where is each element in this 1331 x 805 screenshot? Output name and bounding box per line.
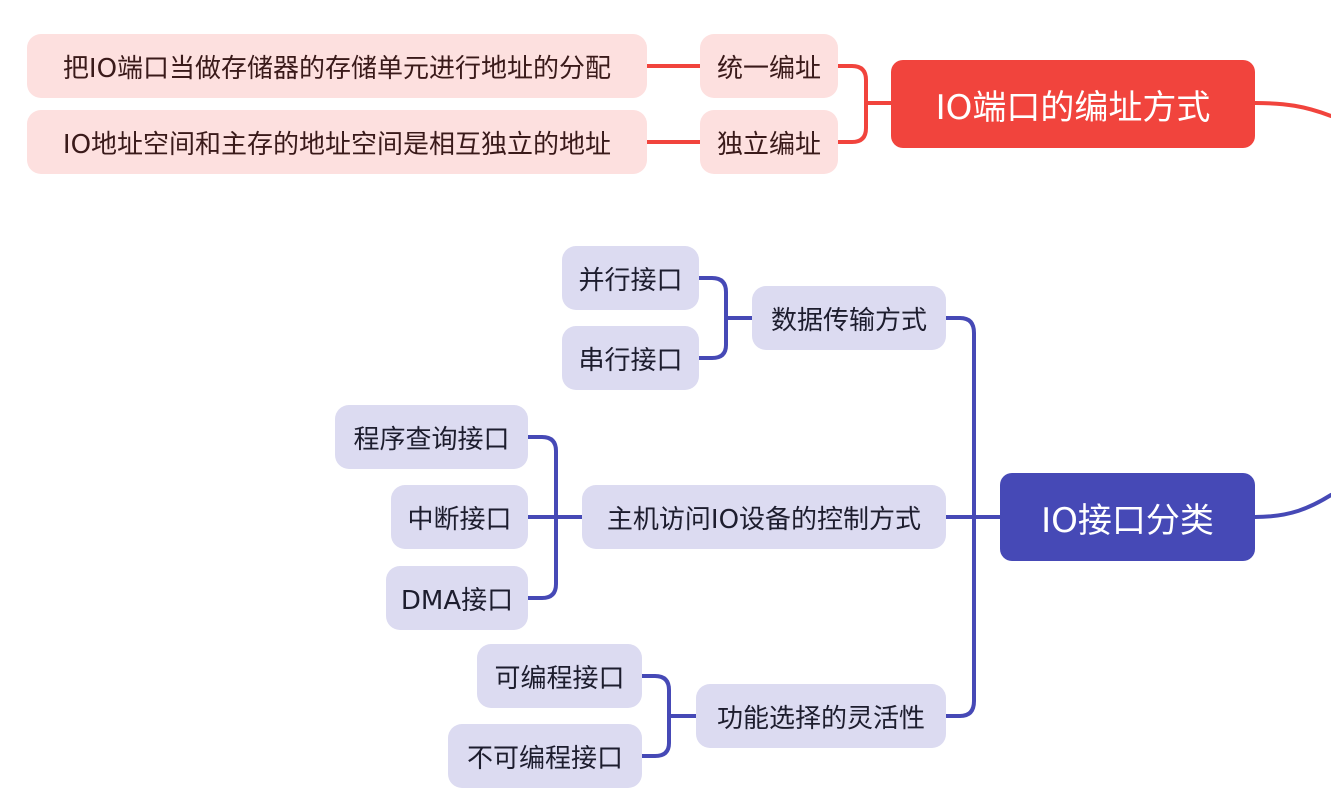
interrupt-interface-node[interactable]: 中断接口 [391,485,528,549]
unified-addressing-detail[interactable]: 把IO端口当做存储器的存储单元进行地址的分配 [27,34,647,98]
connector-control-polling [526,435,558,519]
dma-interface-node[interactable]: DMA接口 [386,566,528,630]
connector-flex-programmable [640,674,671,718]
control-mode-node[interactable]: 主机访问IO设备的控制方式 [582,485,946,549]
parallel-interface-node[interactable]: 并行接口 [562,246,699,310]
addressing-root-topic[interactable]: IO端口的编址方式 [891,60,1255,148]
flexibility-node[interactable]: 功能选择的灵活性 [696,684,946,748]
programmable-interface-node[interactable]: 可编程接口 [477,644,642,708]
transfer-mode-node[interactable]: 数据传输方式 [752,286,946,350]
connector-trunk-flexibility [944,515,976,718]
independent-addressing-node[interactable]: 独立编址 [700,110,838,174]
connector-branch-independent [836,101,868,144]
connector-control-dma [526,515,558,600]
connector-transfer-serial [697,316,728,360]
connector-trunk-transfer [944,316,976,519]
interfaces-connectors [526,276,1331,758]
serial-interface-node[interactable]: 串行接口 [562,326,699,390]
connector-branch-unified [836,64,868,105]
connector-root-to-edge [1253,101,1331,118]
connector-blue-root-to-edge [1253,493,1331,519]
polling-interface-node[interactable]: 程序查询接口 [335,405,528,469]
connector-flex-nonprogrammable [640,714,671,758]
nonprogrammable-interface-node[interactable]: 不可编程接口 [448,724,642,788]
interfaces-root-topic[interactable]: IO接口分类 [1000,473,1255,561]
connector-transfer-parallel [697,276,728,320]
unified-addressing-node[interactable]: 统一编址 [700,34,838,98]
independent-addressing-detail[interactable]: IO地址空间和主存的地址空间是相互独立的地址 [27,110,647,174]
addressing-connectors [645,64,1331,144]
